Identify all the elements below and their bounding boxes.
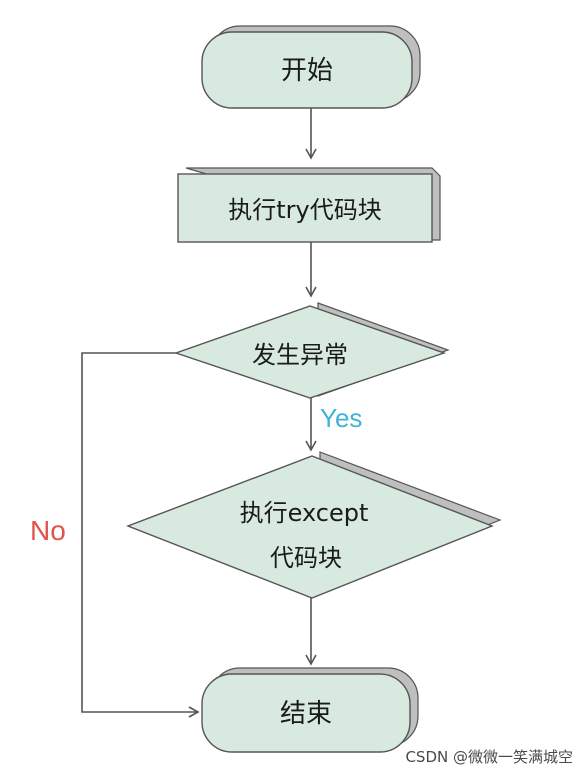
try-block-label: 执行try代码块 — [228, 196, 381, 224]
start-label: 开始 — [281, 56, 333, 86]
watermark: CSDN @微微一笑满城空 — [405, 748, 573, 766]
try-block-node: 执行try代码块 — [177, 167, 441, 243]
end-node: 结束 — [201, 667, 419, 753]
edge-no — [81, 352, 200, 718]
except-block-node: 执行except 代码块 — [126, 451, 502, 599]
no-label: No — [30, 515, 66, 546]
except-block-label-line1: 执行except — [240, 499, 369, 527]
exception-check-label: 发生异常 — [252, 341, 348, 369]
end-label: 结束 — [280, 699, 332, 729]
start-node: 开始 — [201, 25, 421, 109]
yes-label: Yes — [320, 403, 362, 433]
exception-check-node: 发生异常 — [173, 302, 450, 399]
except-block-label-line2: 代码块 — [270, 544, 342, 572]
